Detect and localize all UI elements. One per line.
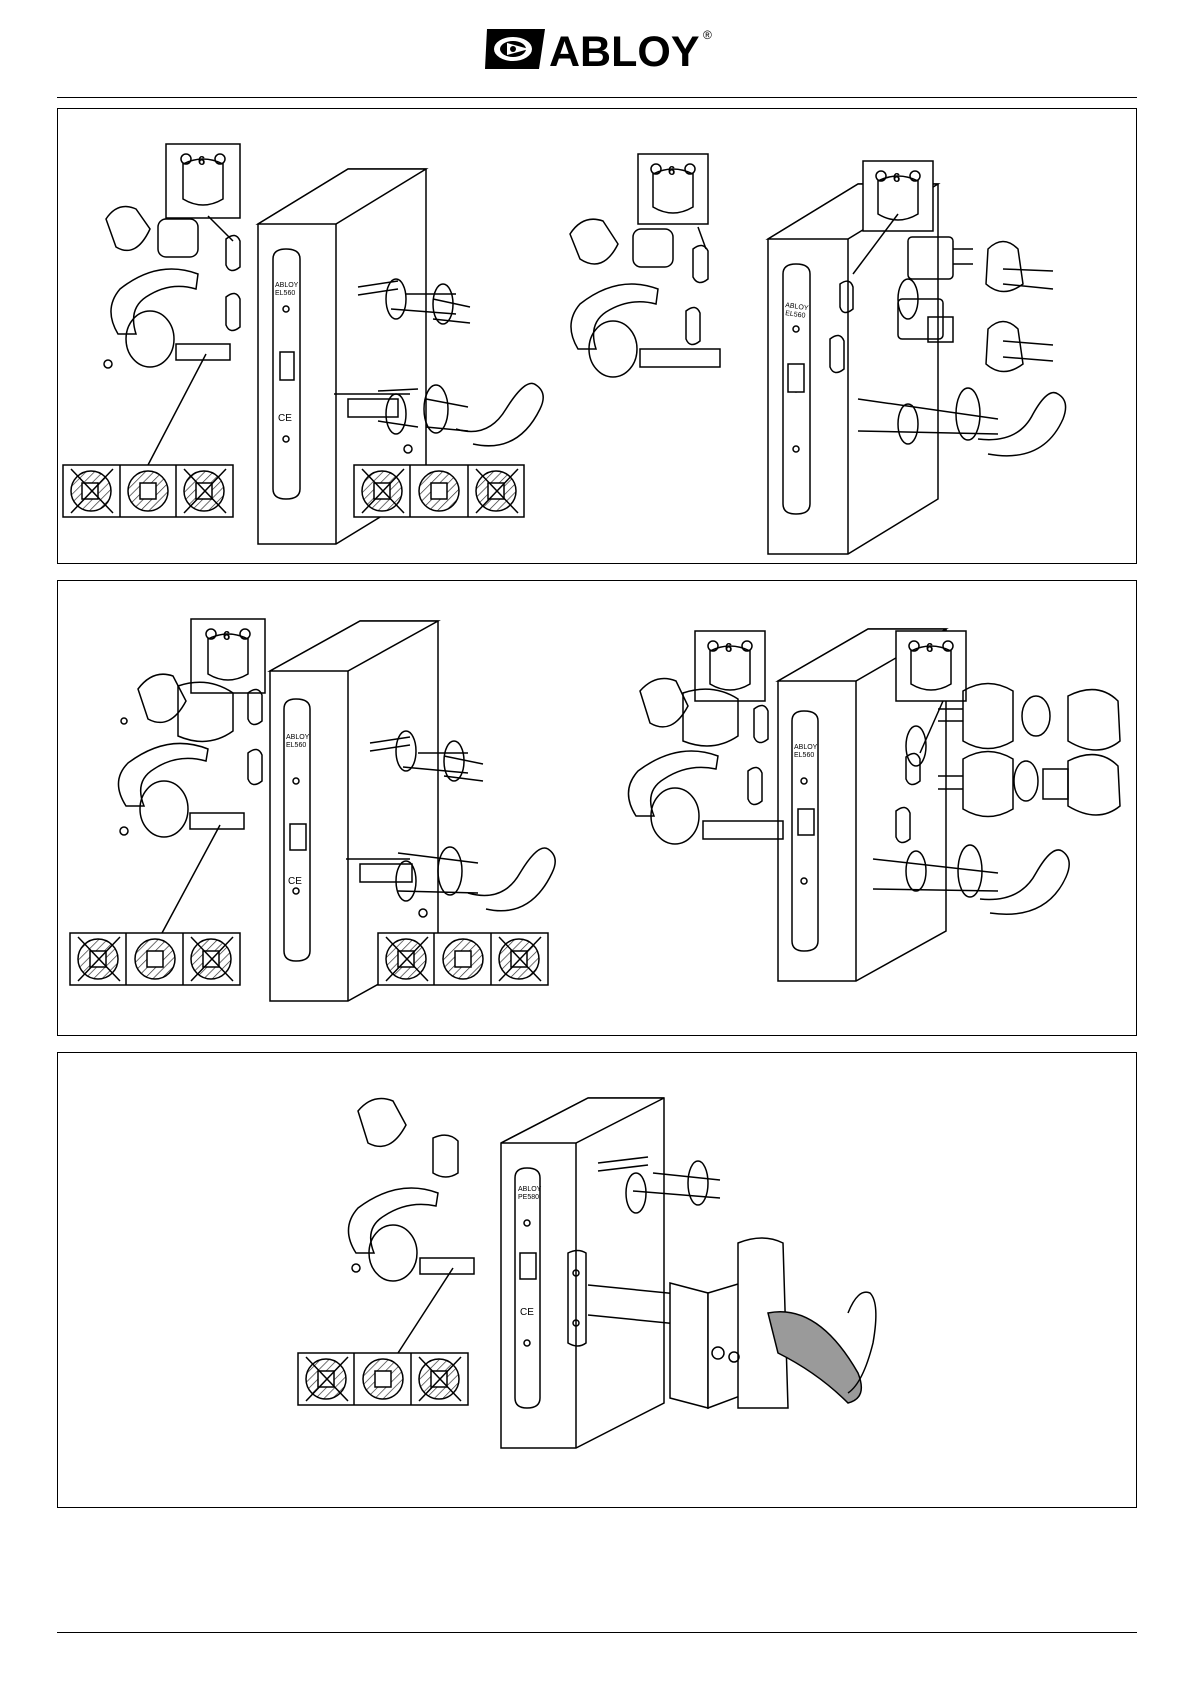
lock-label-model: EL560 <box>275 290 295 297</box>
rose-left <box>106 207 150 251</box>
lock-label-brand-5: ABLOY <box>518 1186 542 1193</box>
installation-panel-3: ABLOY PE580 CE <box>57 1052 1137 1508</box>
badge-number: 6 <box>223 628 230 643</box>
lock-label-ce: CE <box>278 413 292 424</box>
cylinder-badge-3: 6 <box>863 161 933 231</box>
brand-wordmark: ABLOY <box>549 28 700 71</box>
badge-number: 6 <box>926 640 933 655</box>
door-block-right <box>768 184 938 554</box>
lock-label-model-4: EL560 <box>794 752 814 759</box>
spindle-check-grid-left <box>63 465 233 517</box>
installation-panel-1: ABLOY EL560 CE 6 <box>57 108 1137 564</box>
spindle-check-grid-left-2 <box>70 933 240 985</box>
lock-label-brand: ABLOY <box>275 282 299 289</box>
lever-handle-left <box>111 269 198 334</box>
installation-panel-2: ABLOY EL560 CE 6 <box>57 580 1137 1036</box>
badge-number: 6 <box>198 153 205 168</box>
registered-mark: ® <box>703 28 712 42</box>
door-block-3 <box>501 1098 664 1448</box>
cylinder-badge-6: 6 <box>896 631 966 701</box>
lock-label-brand-3: ABLOY <box>286 734 310 741</box>
cylinder-badge-5: 6 <box>695 631 765 701</box>
footer-rule <box>57 1632 1137 1633</box>
spindle-left <box>176 344 230 360</box>
key-emblem-icon <box>485 29 545 69</box>
lever-rose-left <box>126 311 174 367</box>
cylinder-left <box>158 219 198 257</box>
badge-number: 6 <box>668 163 675 178</box>
cylinder-badge-1: 6 <box>166 144 240 218</box>
badge-number: 6 <box>893 170 900 185</box>
header-rule <box>57 97 1137 98</box>
screw-left <box>104 360 112 368</box>
lock-label-model-5: PE580 <box>518 1194 539 1201</box>
badge-number: 6 <box>725 640 732 655</box>
lock-label-ce-3: CE <box>288 876 302 887</box>
abloy-logo: ABLOY ® <box>483 27 718 71</box>
cylinder-badge-2: 6 <box>638 154 708 224</box>
lock-label-model-3: EL560 <box>286 742 306 749</box>
lock-label-ce-5: CE <box>520 1307 534 1318</box>
strike-plate-left <box>226 293 240 330</box>
lock-label-brand-4: ABLOY <box>794 744 818 751</box>
spindle-check-grid-right-2 <box>378 933 548 985</box>
spindle-check-grid-3 <box>298 1353 468 1405</box>
spindle-check-grid-right <box>354 465 524 517</box>
